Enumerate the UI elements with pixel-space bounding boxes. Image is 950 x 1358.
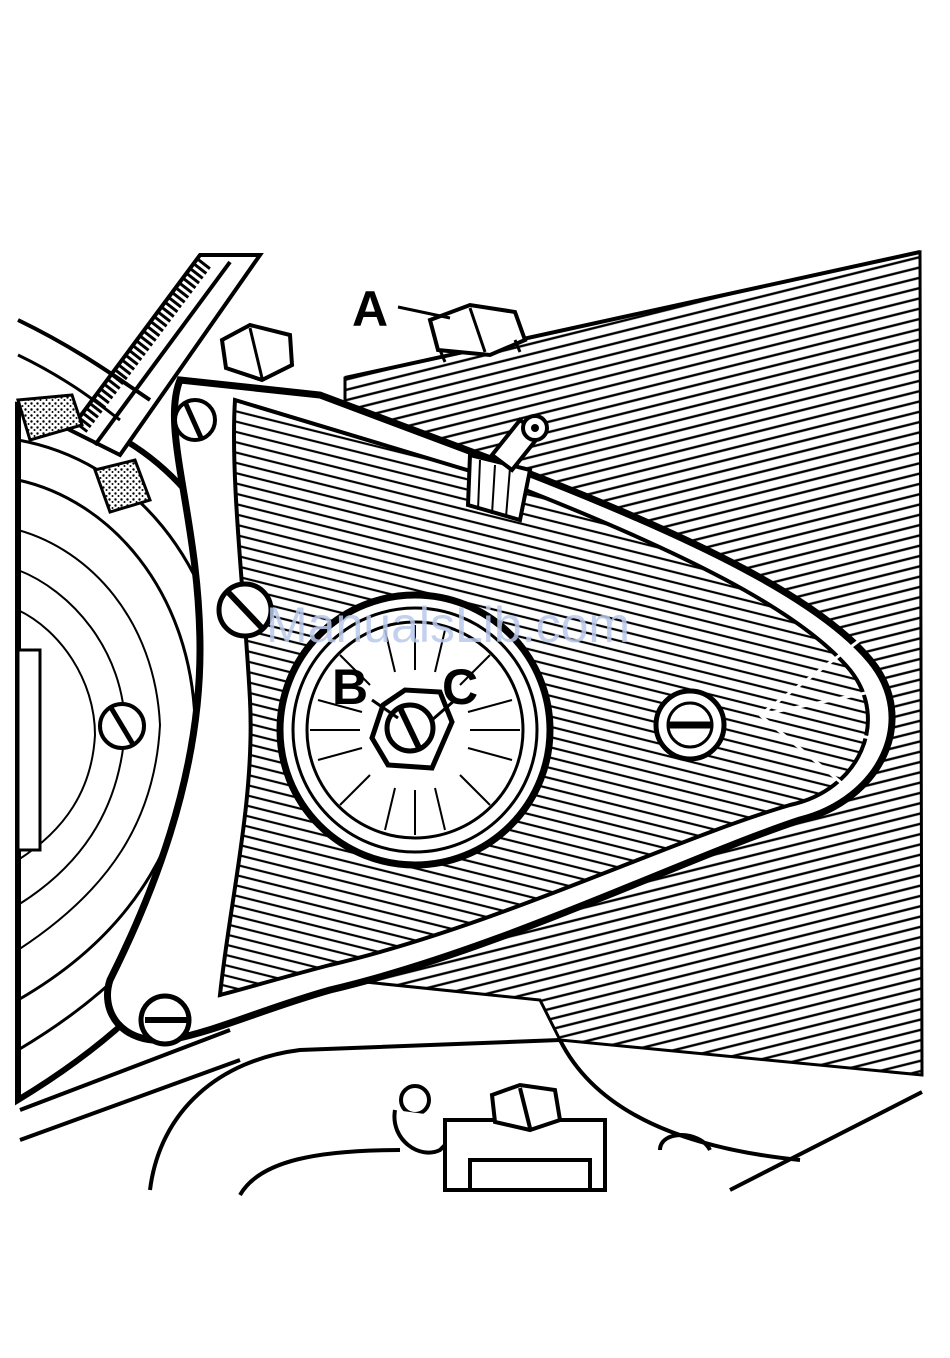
- cover-screw-right: [656, 691, 724, 759]
- callout-label-c: C: [442, 659, 478, 715]
- frame-screw-left: [219, 584, 271, 636]
- callout-label-b: B: [332, 659, 368, 715]
- watermark: ManualsLib.com: [266, 597, 630, 653]
- adjuster-screw-c: [387, 705, 433, 751]
- callout-label-a: A: [352, 281, 388, 337]
- disc-screw: [100, 704, 144, 748]
- lower-bracket: [394, 1085, 605, 1190]
- frame-screw-bottom: [141, 996, 189, 1044]
- upper-left-bolt: [222, 325, 292, 380]
- frame-screw-top: [175, 400, 215, 440]
